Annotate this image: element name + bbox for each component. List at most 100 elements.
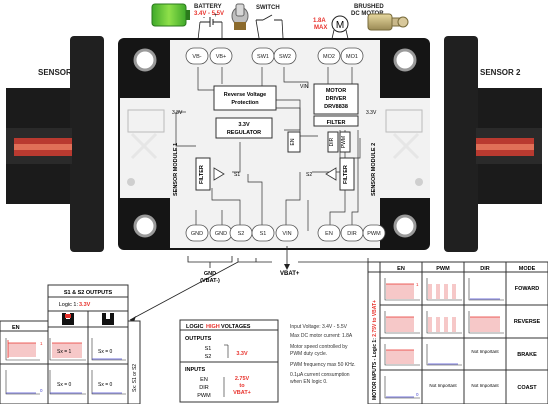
pin-label: EN [325,231,333,237]
motor-header-pwm: PWM [436,266,450,272]
outputs-pin: S1 [205,346,212,352]
not-important-label: Not Important [471,383,499,388]
en-box-label: EN [290,138,296,145]
battery-range: 3.4V - 5.5V [194,11,224,17]
reverse-voltage-block [214,86,276,110]
note-line: Input Voltage: 3.4V - 5.5V [290,324,348,330]
motor-current: 1.8A [313,18,326,24]
battery-title: BATTERY [194,4,222,10]
logic-title-c: VOLTAGES [221,324,251,330]
gnd-label: GND [204,271,216,277]
outputs-voltage: 3.3V [236,351,248,357]
reverse-voltage-line2: Protection [231,100,259,106]
inputs-voltage-1: 2.75V [235,376,250,382]
motor-symbol-letter: M [336,20,344,31]
pin-label: PWM [367,231,381,237]
sensor-module-1-label: SENSOR MODULE 1 [173,143,179,196]
outputs-pin: S2 [205,354,212,360]
dir-box-label: DIR [329,137,335,146]
gnd-vbat-label: (VBAT-) [200,278,220,284]
mode-reverse: REVERSE [514,319,541,325]
graph-sx0-label: Sx = 0 [98,382,113,388]
pin-label: MO1 [346,54,358,60]
v33-left-label: 3.3V [172,110,183,116]
toggle-switch-icon [232,4,248,30]
s2-label: S2 [306,172,312,178]
pin-label: S2 [238,231,245,237]
reverse-voltage-line1: Reverse Voltage [224,92,266,98]
s1-label: S1 [234,172,240,178]
switch-symbol [256,15,282,20]
motor-header-dir: DIR [480,266,490,272]
battery-minus: - [203,15,205,21]
not-important-label: Not Important [429,383,457,388]
note-line: when EN logic 0. [290,379,328,385]
graph-sx1-label: Sx = 1 [57,349,72,355]
regulator-line1: 3.3V [238,122,250,128]
inputs-voltage-3: VBAT+ [233,390,251,396]
inputs-pin: PWM [197,393,211,399]
arrow-head-icon [284,264,290,270]
logic-title-a: LOGIC [186,324,203,330]
inputs-pin: DIR [199,385,209,391]
vin-label: VIN [300,84,309,90]
motor-driver-line1: MOTOR [326,88,346,94]
pin-label: VIN [282,231,291,237]
graph-sx0-label: Sx = 0 [57,382,72,388]
outputs-logic-prefix: Logic 1: [59,302,79,308]
battery-icon [152,4,190,26]
pin-label: GND [191,231,203,237]
inputs-pin: EN [200,377,208,383]
logic-title-b: HIGH [206,324,220,330]
motor-side-label-b: 2.75V to VBAT+ [372,300,378,337]
pin-label: SW2 [279,54,291,60]
dc-motor-icon [368,14,408,30]
motor-current-max: MAX [314,25,327,31]
sensor-clear-icon [102,313,114,325]
mode-coast: COAST [517,385,537,391]
pwm-box-label: PWM [341,136,347,148]
pin-label: S1 [260,231,267,237]
motor-side-label-a: MOTOR INPUTS - Logic 1: [372,337,378,400]
led-1-icon [127,178,135,186]
inputs-voltage-2: to [239,383,245,389]
outputs-en-header: EN [12,325,20,331]
led-2-icon [415,178,423,186]
regulator-line2: REGULATOR [227,130,261,136]
pin-label: VB+ [216,54,227,60]
sensor-blocked-icon [62,313,74,325]
v33-right-label: 3.3V [366,110,377,116]
vbat-label: VBAT+ [280,271,300,277]
filter-left-label: FILTER [199,165,205,184]
note-line: Motor speed controlled by [290,344,348,350]
sensor-module-2-label: SENSOR MODULE 2 [371,143,377,196]
notes-list: Input Voltage: 3.4V - 5.5V Max DC motor … [290,324,356,385]
motor-driver-line3: DRV8838 [324,104,348,110]
note-line: PWM duty cycle. [290,351,327,357]
outputs-header: OUTPUTS [185,336,212,342]
motor-filter-label: FILTER [327,120,346,126]
mode-forward: FOWARD [515,286,539,292]
switch-title: SWITCH [256,5,280,11]
filter-right-label: FILTER [343,165,349,184]
pin-label: GND [215,231,227,237]
graph-sx0-label: Sx = 0 [98,349,113,355]
motor-header-en: EN [397,266,405,272]
motor-side-label: MOTOR INPUTS - Logic 1: 2.75V to VBAT+ [372,300,378,400]
pin-label: MO2 [323,54,335,60]
motor-title-1: BRUSHED [354,4,384,10]
note-line: 0.1µA current consumption [290,372,350,378]
sensor-2-label: SENSOR 2 [480,68,521,77]
outputs-side-label: Sx: S1 or S2 [132,364,138,392]
outputs-logic-value: 3.3V [79,302,91,308]
motor-header-mode: MODE [519,266,536,272]
not-important-label: Not Important [471,349,499,354]
note-line: Max DC motor current: 1.8A [290,333,353,339]
logic-voltages-panel [180,320,278,402]
bottom-braces [130,246,374,320]
note-line: PWM frequency max 50 KHz. [290,362,356,368]
motor-driver-line2: DRIVER [326,96,347,102]
battery-plus: + [214,13,218,19]
outputs-title: S1 & S2 OUTPUTS [64,290,113,296]
